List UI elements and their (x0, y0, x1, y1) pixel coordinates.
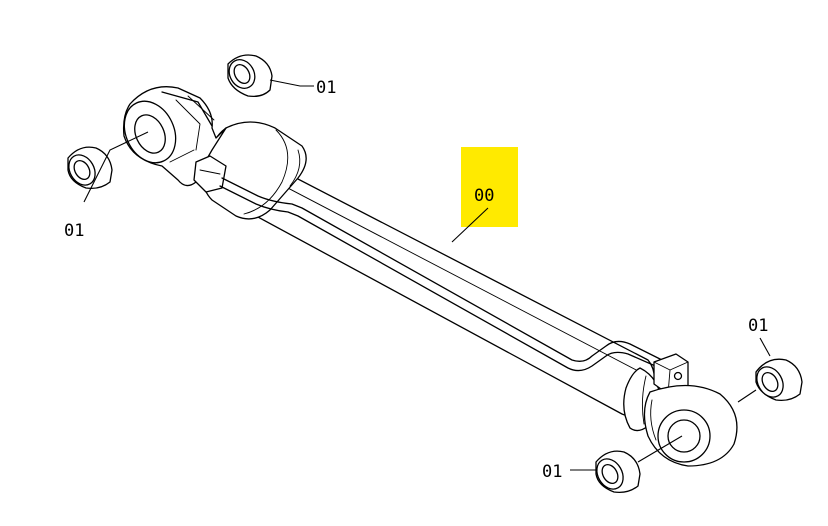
leader-01-left (83, 131, 149, 203)
rod-end-eye (643, 384, 738, 467)
leader-lines (83, 79, 771, 471)
leader-01-right-top (759, 337, 771, 357)
cylinder-tube (200, 121, 661, 432)
callout-00-highlight (461, 147, 518, 227)
callout-00: 00 (474, 186, 494, 206)
callout-01-left: 01 (64, 221, 84, 241)
leader-00 (451, 207, 489, 243)
bushing-right-bottom (595, 450, 641, 494)
callout-01-right-bottom: 01 (542, 462, 562, 482)
leader-01-eye-bottom (637, 435, 683, 463)
leader-01-top-left (269, 79, 314, 87)
leader-01-right-eye (737, 389, 757, 403)
bushing-right-top (755, 358, 803, 402)
callout-01-top-left: 01 (316, 78, 336, 98)
hydraulic-pipe (193, 155, 689, 395)
bushing-top-left (227, 54, 273, 98)
bushing-left (67, 146, 113, 190)
callout-01-right-top: 01 (748, 316, 768, 336)
